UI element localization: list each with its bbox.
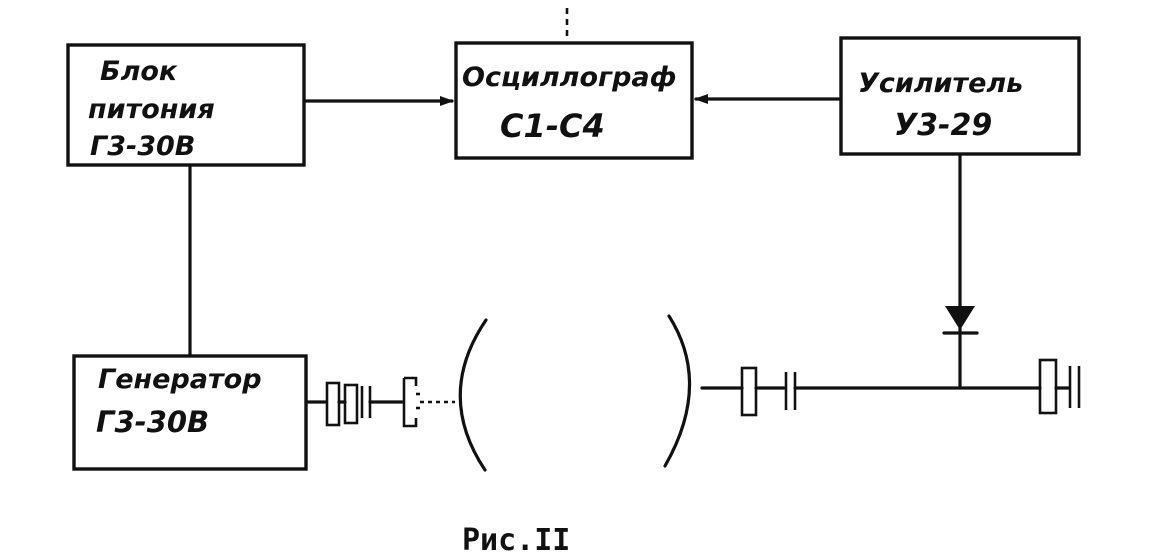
power-supply-label-line1: Блок: [100, 56, 178, 87]
diode-icon: [942, 306, 979, 335]
specimen-curves: [458, 314, 692, 472]
power-supply-label-line2: питония: [88, 94, 215, 125]
amplifier-label-line2: У3-29: [894, 108, 992, 143]
generator-label-line2: Г3-30В: [96, 405, 209, 439]
figure-caption: Рис.II: [462, 523, 570, 558]
receiver-transducer-icon: [700, 358, 1081, 417]
power-supply-block: Блок питония Г3-30В: [66, 43, 306, 167]
generator-label-line1: Генератор: [98, 364, 262, 395]
amplifier-block: Усилитель У3-29: [839, 36, 1081, 156]
oscilloscope-block: Осциллограф С1-С4: [454, 41, 694, 160]
oscilloscope-label-line1: Осциллограф: [462, 62, 676, 93]
oscilloscope-label-line2: С1-С4: [500, 107, 605, 145]
emitter-transducer-icon: [304, 376, 455, 428]
amplifier-label-line1: Усилитель: [858, 68, 1023, 99]
power-supply-label-line3: Г3-30В: [90, 131, 195, 162]
generator-block: Генератор Г3-30В: [72, 354, 308, 471]
